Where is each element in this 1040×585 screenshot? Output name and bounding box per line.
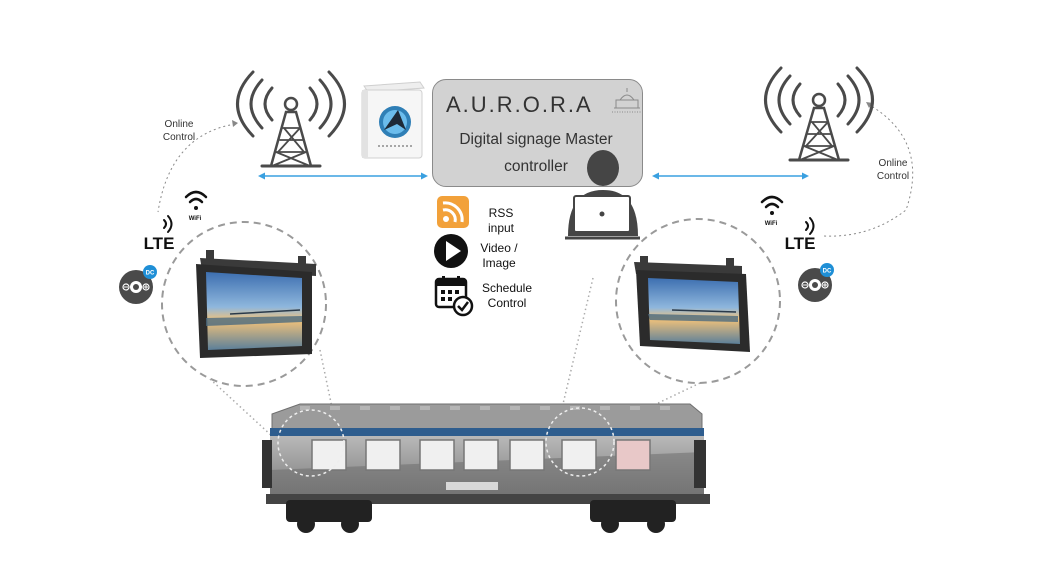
- left-wifi-label: WiFi: [188, 216, 202, 222]
- right-lte-signal-icon: [805, 217, 815, 235]
- left-lte-signal-icon: [163, 215, 173, 233]
- feature-video-label: Video /Image: [480, 241, 518, 270]
- right-wifi-label: WiFi: [764, 221, 778, 227]
- right-dc-connector-icon: [798, 263, 834, 302]
- train-car: [262, 403, 710, 533]
- train-windows: [311, 439, 651, 471]
- train-wheels: [286, 500, 676, 533]
- link-line-left: [258, 172, 428, 180]
- aurora-title: A.U.R.O.R.A: [446, 92, 593, 117]
- rss-icon: [437, 196, 469, 228]
- link-line-right: [652, 172, 809, 180]
- train-left-window-highlight: [277, 409, 345, 477]
- right-zoom-circle: [615, 218, 781, 384]
- play-icon: [434, 234, 468, 268]
- aurora-product-box-icon: [361, 81, 425, 159]
- master-controller-line2: controller: [504, 158, 568, 175]
- left-wifi-icon: [184, 190, 208, 210]
- zoom-leader-lines: [209, 277, 701, 471]
- left-dc-label: DC: [146, 271, 155, 277]
- left-dc-connector-icon: [119, 265, 157, 304]
- right-dc-label: DC: [823, 269, 832, 275]
- left-zoom-circle: [161, 221, 327, 387]
- right-wifi-icon: [760, 195, 784, 215]
- right-tower-icon: [764, 66, 874, 162]
- master-controller-line1: Digital signage Master: [459, 131, 613, 148]
- left-tower-icon: [236, 70, 346, 168]
- train-right-window-highlight: [545, 407, 615, 477]
- left-lte-label: LTE: [143, 234, 175, 253]
- right-lte-label: LTE: [784, 234, 816, 253]
- calendar-icon: [434, 276, 474, 317]
